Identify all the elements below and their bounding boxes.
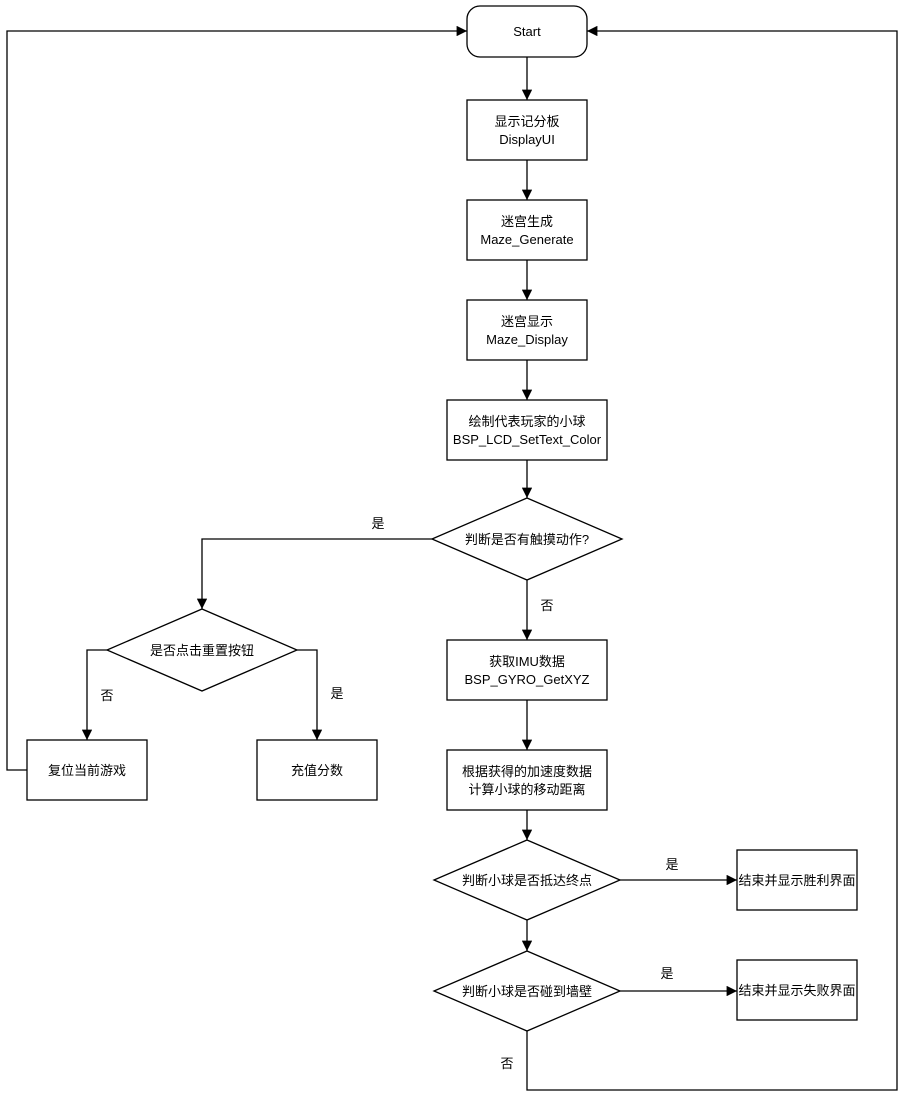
recharge-score-label: 充值分数: [291, 763, 343, 778]
start-terminator-shape: [466, 5, 588, 58]
calc-distance-label-line2: 计算小球的移动距离: [468, 782, 585, 797]
edge-label-touch-no: 否: [540, 598, 553, 613]
node-start: Start: [466, 5, 588, 58]
edge-label-touch-yes: 是: [371, 516, 384, 531]
get-imu-label-zh: 获取IMU数据: [489, 654, 565, 669]
maze-generate-label-fn: Maze_Generate: [480, 232, 573, 247]
maze-generate-box: [466, 199, 588, 261]
get-imu-label-fn: BSP_GYRO_GetXYZ: [465, 672, 590, 687]
maze-display-label-fn: Maze_Display: [486, 332, 568, 347]
reset-button-decision-diamond: [105, 608, 299, 692]
edge-label-reset-no: 否: [100, 688, 113, 703]
node-maze-generate: 迷宫生成 Maze_Generate: [466, 199, 588, 261]
node-lose-screen: 结束并显示失败界面: [736, 959, 858, 1021]
node-maze-display: 迷宫显示 Maze_Display: [466, 299, 588, 361]
edge-resetgame-loop-to-start: [6, 25, 467, 771]
edge-label-hitwall-no: 否: [500, 1056, 513, 1071]
maze-generate-label-zh: 迷宫生成: [501, 214, 553, 229]
lose-screen-box: [736, 959, 858, 1021]
hit-wall-decision-diamond: [432, 950, 622, 1032]
maze-display-box: [466, 299, 588, 361]
reset-button-decision-label: 是否点击重置按钮: [150, 643, 254, 658]
calc-distance-box: [446, 749, 608, 811]
edge-hitwall-loop-to-start: [526, 25, 898, 1091]
edge-label-reachend-yes: 是: [665, 857, 678, 872]
reach-end-decision-diamond: [432, 839, 622, 921]
hit-wall-decision-label: 判断小球是否碰到墙壁: [462, 984, 592, 999]
reset-game-label: 复位当前游戏: [48, 763, 126, 778]
node-calc-distance: 根据获得的加速度数据 计算小球的移动距离: [446, 749, 608, 811]
edge-label-reset-yes: 是: [330, 686, 343, 701]
edge-reset-no: [81, 649, 107, 740]
draw-player-ball-label-fn: BSP_LCD_SetText_Color: [453, 432, 602, 447]
display-ui-box: [466, 99, 588, 161]
display-ui-label-zh: 显示记分板: [494, 114, 559, 129]
edge-labels: 是 否 否 是 是 是 否: [100, 516, 678, 1071]
draw-player-ball-box: [446, 399, 608, 461]
reach-end-decision-label: 判断小球是否抵达终点: [462, 873, 592, 888]
edge-touch-yes: [196, 538, 432, 609]
edges: [6, 25, 898, 1091]
node-get-imu: 获取IMU数据 BSP_GYRO_GetXYZ: [446, 639, 608, 701]
win-screen-label: 结束并显示胜利界面: [738, 873, 855, 888]
edge-reset-yes: [297, 649, 323, 740]
draw-player-ball-label-zh: 绘制代表玩家的小球: [468, 414, 585, 429]
get-imu-box: [446, 639, 608, 701]
node-recharge-score: 充值分数: [256, 739, 378, 801]
node-hit-wall-decision: 判断小球是否碰到墙壁: [432, 950, 622, 1032]
edge-label-hitwall-yes: 是: [660, 966, 673, 981]
node-reach-end-decision: 判断小球是否抵达终点: [432, 839, 622, 921]
touch-decision-label: 判断是否有触摸动作?: [465, 532, 589, 547]
touch-decision-diamond: [430, 497, 624, 581]
calc-distance-label-line1: 根据获得的加速度数据: [462, 764, 592, 779]
start-label: Start: [513, 24, 541, 39]
reset-game-box: [26, 739, 148, 801]
maze-display-label-zh: 迷宫显示: [501, 314, 553, 329]
node-win-screen: 结束并显示胜利界面: [736, 849, 858, 911]
node-reset-game: 复位当前游戏: [26, 739, 148, 801]
node-touch-decision: 判断是否有触摸动作?: [430, 497, 624, 581]
display-ui-label-fn: DisplayUI: [499, 132, 555, 147]
node-draw-player-ball: 绘制代表玩家的小球 BSP_LCD_SetText_Color: [446, 399, 608, 461]
win-screen-box: [736, 849, 858, 911]
node-display-ui: 显示记分板 DisplayUI: [466, 99, 588, 161]
lose-screen-label: 结束并显示失败界面: [738, 983, 855, 998]
node-reset-button-decision: 是否点击重置按钮: [105, 608, 299, 692]
recharge-score-box: [256, 739, 378, 801]
